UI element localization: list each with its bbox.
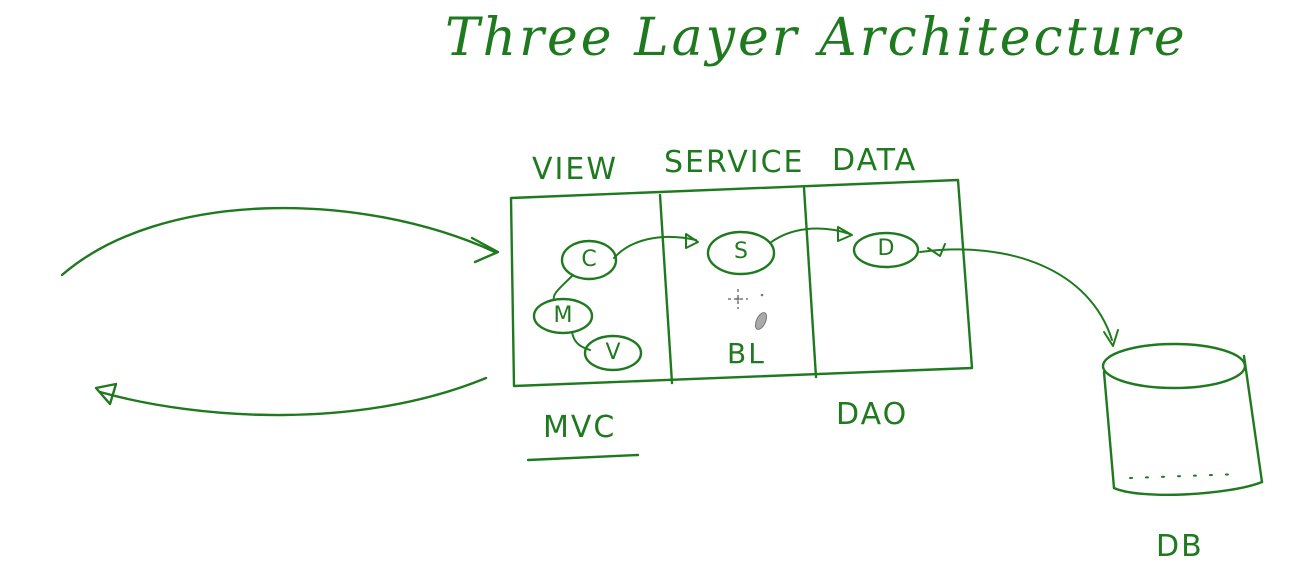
data-layer-label: DATA	[832, 143, 918, 178]
controller-model-link	[552, 275, 573, 301]
model-node-label: M	[553, 303, 573, 328]
dao-db-arrow	[919, 248, 1113, 341]
layers-box-outline	[509, 178, 974, 388]
service-to-dao-arrowhead	[837, 226, 853, 242]
database-cylinder-sides	[1102, 354, 1264, 490]
dao-node-circle	[852, 231, 920, 269]
database-cylinder-bottom	[1112, 480, 1264, 497]
request-arrow	[60, 206, 497, 277]
response-arrowhead	[94, 382, 118, 406]
controller-to-service-arrowhead	[685, 233, 699, 249]
response-arrow	[98, 376, 488, 417]
dao-db-arrowhead-bottom	[1103, 329, 1119, 347]
view-node-label: V	[605, 340, 621, 365]
controller-node-label: C	[581, 247, 597, 272]
service-layer-label: SERVICE	[664, 145, 805, 180]
dao-node-label: D	[877, 236, 895, 261]
db-label: DB	[1156, 529, 1204, 564]
divider-service-data	[802, 186, 818, 379]
dao-db-arrowhead-top	[927, 243, 946, 257]
controller-node-circle	[560, 239, 618, 281]
view-layer-label: VIEW	[532, 152, 618, 187]
page-title: Three Layer Architecture	[445, 8, 1188, 68]
pen-cursor-icon	[728, 289, 768, 330]
database-cylinder-dotted-line	[1129, 473, 1241, 479]
request-arrowhead	[470, 236, 500, 264]
model-view-link	[571, 331, 591, 351]
mvc-underline	[526, 453, 640, 462]
dao-label: DAO	[836, 397, 909, 432]
controller-to-service-arrow	[613, 235, 697, 259]
database-cylinder-top	[1101, 342, 1247, 390]
service-node-label: S	[734, 239, 748, 264]
model-node-circle	[532, 297, 594, 335]
divider-view-service	[658, 193, 674, 385]
view-node-circle	[583, 334, 643, 372]
service-node-circle	[706, 230, 776, 276]
business-logic-label: BL	[727, 337, 766, 370]
service-to-dao-arrow	[769, 227, 851, 244]
mvc-label: MVC	[543, 410, 617, 445]
